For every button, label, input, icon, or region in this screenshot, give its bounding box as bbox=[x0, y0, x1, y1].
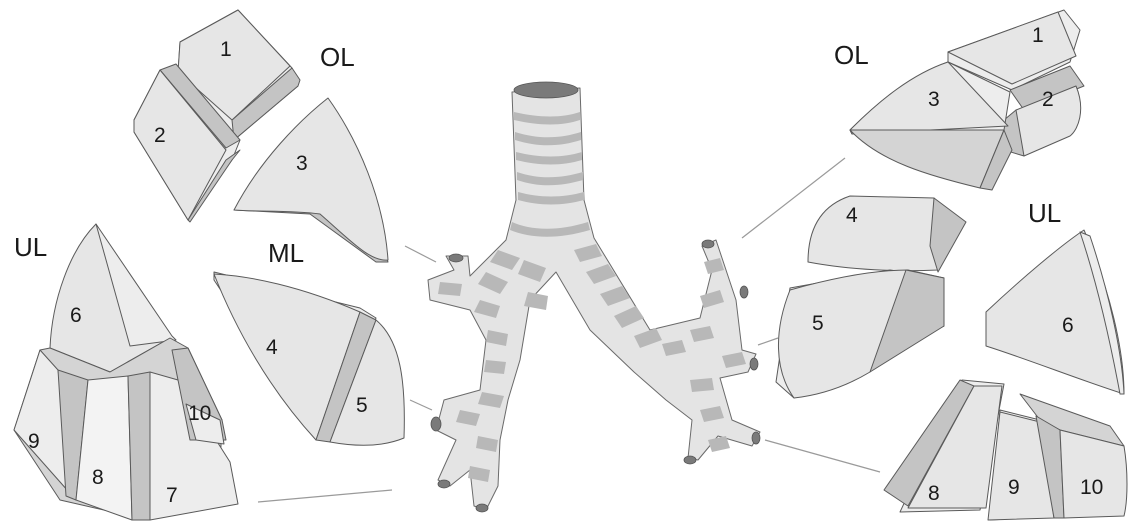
left-seg-6-label: 6 bbox=[70, 304, 82, 327]
right-segment-4 bbox=[808, 196, 966, 272]
left-segment-4-5 bbox=[214, 272, 404, 445]
left-seg-7-label: 7 bbox=[166, 484, 178, 507]
right-seg-2-label: 2 bbox=[1042, 88, 1054, 111]
right-segment-5 bbox=[776, 270, 944, 398]
right-seg-8-label: 8 bbox=[928, 482, 940, 505]
leader-left-middle bbox=[410, 400, 432, 410]
leader-right-lower bbox=[765, 440, 880, 472]
trachea-lumen bbox=[514, 82, 578, 98]
left-ul-label: UL bbox=[14, 232, 47, 262]
left-seg-2-label: 2 bbox=[154, 124, 166, 147]
right-seg-6-label: 6 bbox=[1062, 314, 1074, 337]
right-segment-3 bbox=[850, 62, 1012, 190]
left-seg-5-label: 5 bbox=[356, 394, 368, 417]
right-ol-label: OL bbox=[834, 40, 869, 70]
leader-right-middle bbox=[758, 338, 778, 345]
right-seg-3-label: 3 bbox=[928, 88, 940, 111]
bronchial-tree bbox=[428, 82, 760, 512]
left-ol-label: OL bbox=[320, 42, 355, 72]
left-lower-block bbox=[14, 338, 238, 520]
left-seg-8-label: 8 bbox=[92, 466, 104, 489]
leader-left-lower bbox=[258, 490, 392, 502]
leader-left-upper bbox=[405, 246, 436, 262]
left-seg-1-label: 1 bbox=[220, 38, 232, 61]
right-ul-label: UL bbox=[1028, 198, 1061, 228]
right-seg-1-label: 1 bbox=[1032, 24, 1044, 47]
right-seg-9-label: 9 bbox=[1008, 476, 1020, 499]
left-ml-label: ML bbox=[268, 238, 304, 268]
left-seg-9-label: 9 bbox=[28, 430, 40, 453]
left-seg-10-label: 10 bbox=[188, 402, 211, 425]
left-seg-3-label: 3 bbox=[296, 152, 308, 175]
left-segment-3 bbox=[234, 98, 388, 262]
right-segment-8 bbox=[884, 380, 1004, 512]
right-seg-5-label: 5 bbox=[812, 312, 824, 335]
left-seg-4-label: 4 bbox=[266, 336, 278, 359]
right-segment-6 bbox=[986, 230, 1124, 394]
right-seg-10-label: 10 bbox=[1080, 476, 1103, 499]
right-seg-4-label: 4 bbox=[846, 204, 858, 227]
